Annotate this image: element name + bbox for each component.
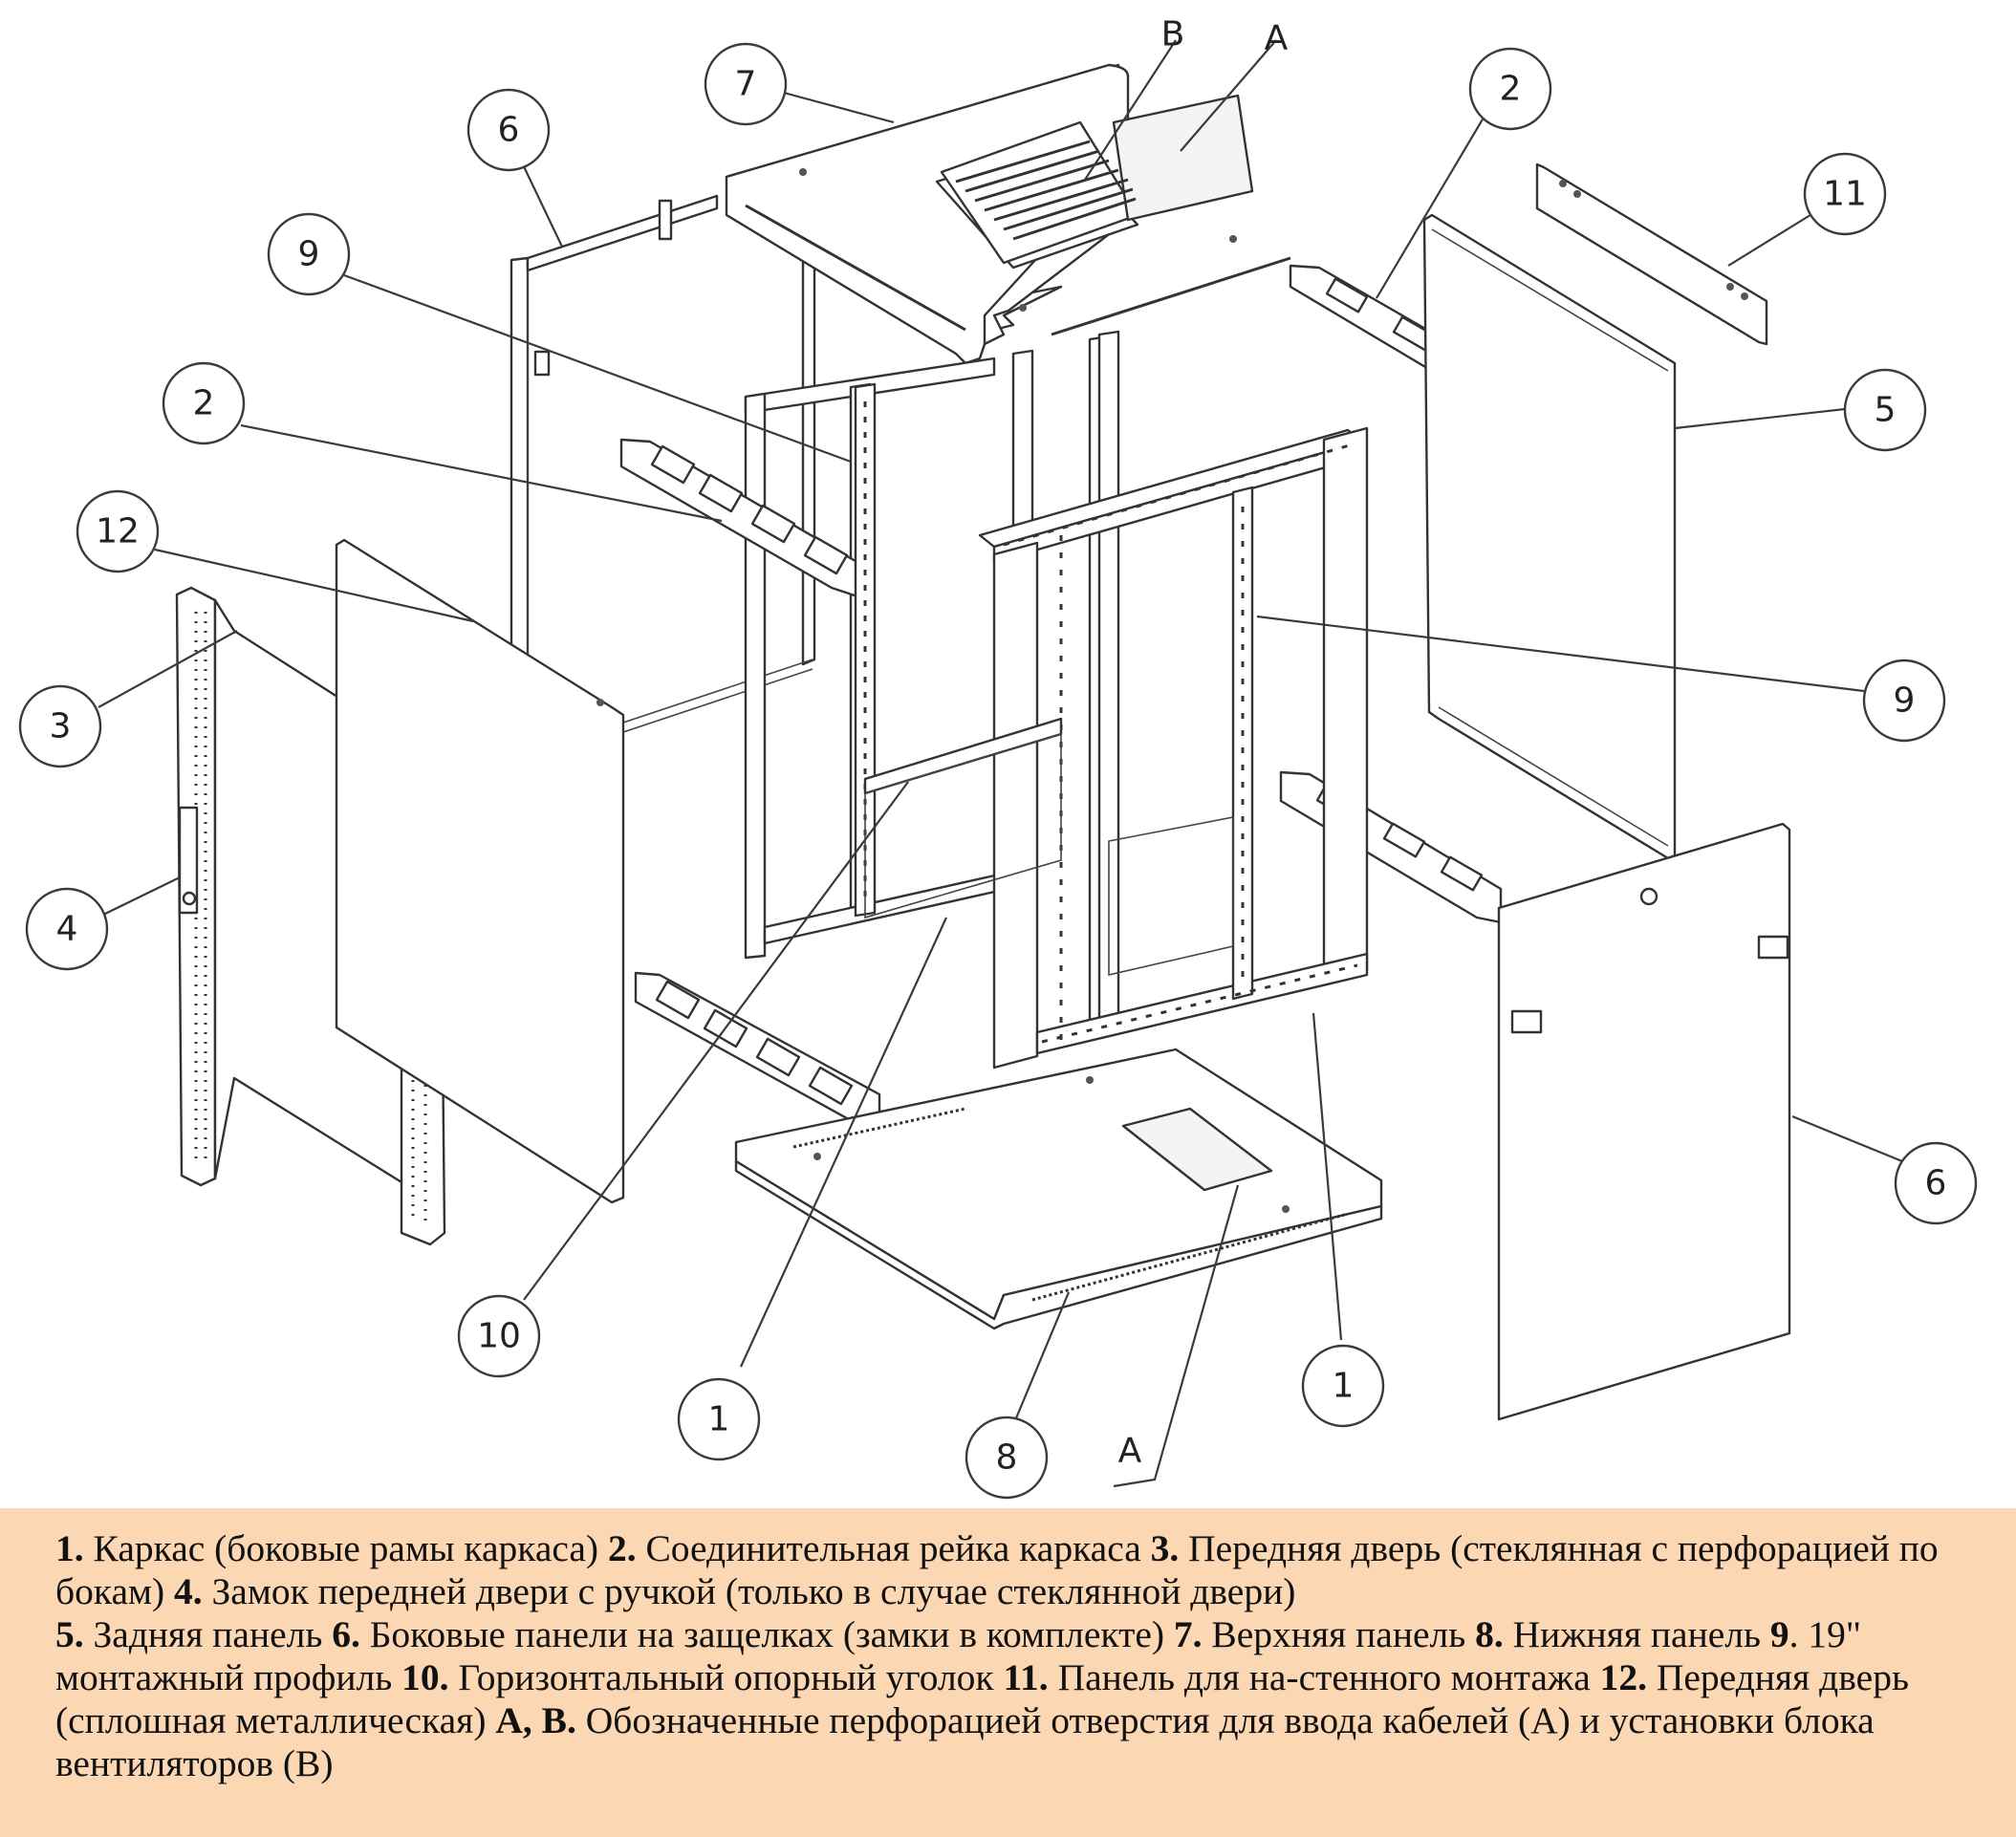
legend-item-3: 3. Передняя дверь (стеклянная с перфорац… xyxy=(55,1527,1939,1612)
svg-text:3: 3 xyxy=(50,707,72,746)
legend-item-6: 6. Боковые панели на защелках (замки в к… xyxy=(332,1613,1174,1655)
frame-front xyxy=(978,426,1369,1070)
callout-6-bottom: 6 xyxy=(1894,1141,1978,1225)
callout-a-bottom: А xyxy=(1118,1432,1142,1471)
svg-text:2: 2 xyxy=(1500,70,1522,109)
front-door-solid xyxy=(335,538,625,1204)
callout-2-top: 2 xyxy=(1468,47,1552,131)
svg-text:6: 6 xyxy=(1925,1164,1947,1203)
legend-item-12: 12. Передняя дверь (сплошная металлическ… xyxy=(55,1656,1909,1741)
legend-item-5: 5. Задняя панель xyxy=(55,1613,333,1655)
legend-item-2: 2. Соединительная рейка каркаса xyxy=(607,1527,1151,1569)
connecting-rail-lower-right xyxy=(1279,770,1503,924)
svg-text:8: 8 xyxy=(996,1438,1018,1478)
svg-text:11: 11 xyxy=(1823,175,1867,214)
legend-item-1: 1. Каркас (боковые рамы каркаса) xyxy=(55,1527,608,1569)
side-panel-rear-left xyxy=(509,194,816,737)
callout-12: 12 xyxy=(76,489,160,573)
legend-item-4: 4. Замок передней двери с ручкой (только… xyxy=(174,1570,1296,1612)
legend-item-11: 11. Панель для на-стенного монтажа xyxy=(1003,1656,1600,1698)
connecting-rail-lower-left xyxy=(634,971,881,1130)
legend-item-7: 7. Верхняя панель xyxy=(1173,1613,1476,1655)
svg-text:7: 7 xyxy=(735,65,757,104)
callout-7: 7 xyxy=(704,42,788,126)
svg-text:5: 5 xyxy=(1875,391,1897,430)
svg-text:В: В xyxy=(1161,15,1185,54)
callout-6-top: 6 xyxy=(466,88,551,172)
callout-1-rear: 1 xyxy=(677,1377,761,1461)
legend-item-8: 8. Нижняя панель xyxy=(1475,1613,1770,1655)
callout-1-front: 1 xyxy=(1301,1344,1385,1428)
callout-a-top: А xyxy=(1265,19,1289,58)
callout-5: 5 xyxy=(1843,368,1927,452)
callout-8: 8 xyxy=(965,1416,1049,1500)
connecting-rail-upper-left xyxy=(619,438,862,599)
legend-item-10: 10. Горизонтальный опорный уголок xyxy=(401,1656,1004,1698)
top-panel xyxy=(725,63,1291,365)
svg-text:12: 12 xyxy=(96,512,140,551)
side-panel-right xyxy=(1497,822,1791,1421)
callout-v: В xyxy=(1161,15,1185,54)
svg-text:4: 4 xyxy=(56,910,78,949)
legend: 1. Каркас (боковые рамы каркаса) 2. Соед… xyxy=(0,1508,2016,1837)
svg-text:9: 9 xyxy=(298,235,320,274)
svg-text:1: 1 xyxy=(1333,1367,1355,1406)
legend-item-9: 9. 19" монтажный профиль xyxy=(55,1613,1861,1698)
svg-text:6: 6 xyxy=(498,111,520,150)
svg-text:9: 9 xyxy=(1894,681,1916,721)
legend-item-ab: А, В. Обозначенные перфорацией отверстия… xyxy=(55,1699,1875,1784)
callout-10: 10 xyxy=(457,1294,541,1378)
svg-text:А: А xyxy=(1265,19,1289,58)
rear-panel xyxy=(1422,213,1677,860)
callouts: 7 В А 2 6 11 9 2 5 12 3 9 4 6 10 1 1 8 А xyxy=(18,15,1978,1500)
bottom-panel xyxy=(734,1048,1383,1330)
exploded-cabinet-diagram: 7 В А 2 6 11 9 2 5 12 3 9 4 6 10 1 1 8 А xyxy=(18,15,1978,1500)
callout-9-right: 9 xyxy=(1862,659,1946,743)
callout-9-left: 9 xyxy=(267,212,351,296)
leader-lines xyxy=(98,39,1903,1488)
svg-text:1: 1 xyxy=(708,1400,730,1439)
callout-11: 11 xyxy=(1803,152,1887,236)
callout-2-left: 2 xyxy=(162,361,246,445)
wall-mount-panel xyxy=(1535,162,1768,346)
callout-4: 4 xyxy=(25,887,109,971)
svg-text:А: А xyxy=(1118,1432,1142,1471)
callout-3: 3 xyxy=(18,684,102,768)
support-angle xyxy=(863,717,1063,919)
svg-text:2: 2 xyxy=(193,384,215,423)
svg-text:10: 10 xyxy=(477,1317,521,1356)
fan-perforation xyxy=(955,140,1137,241)
